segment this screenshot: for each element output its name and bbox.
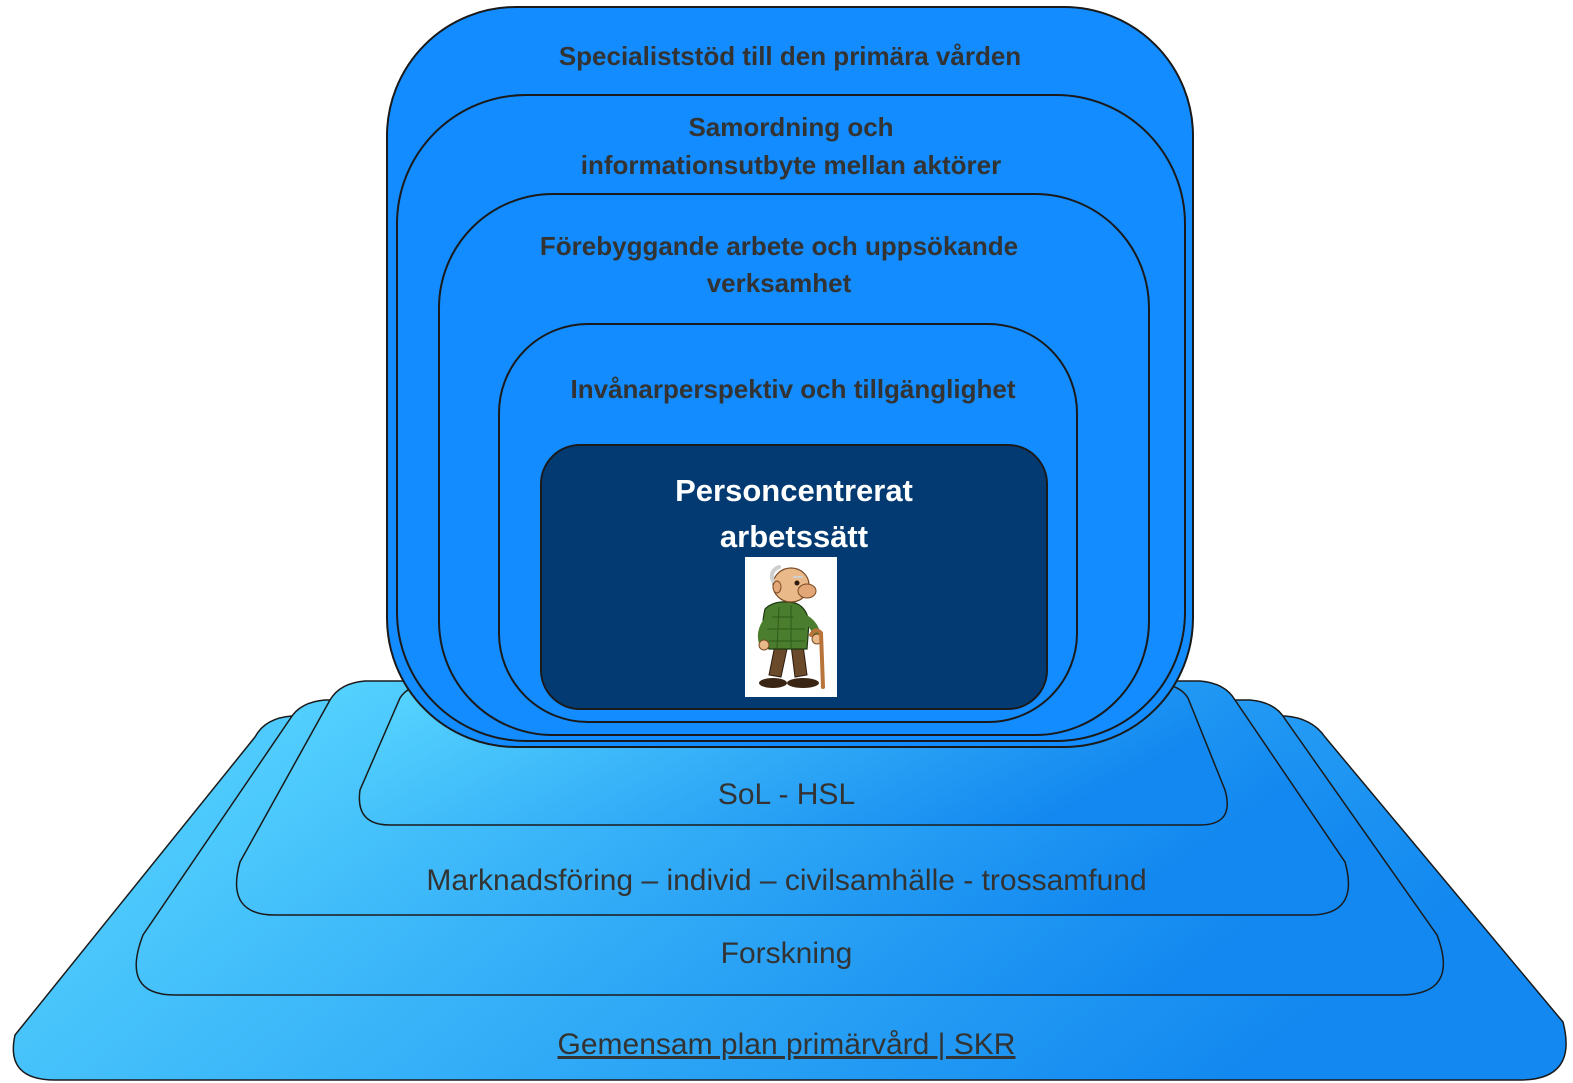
source-link[interactable]: Gemensam plan primärvård | SKR	[557, 1028, 1016, 1061]
elderly-man-with-cane-icon	[745, 557, 837, 697]
base-label-source: Gemensam plan primärvård | SKR	[0, 1027, 1573, 1063]
core-title-line1: Personcentrerat	[675, 473, 913, 508]
core-title-line2: arbetssätt	[719, 519, 869, 554]
box-samordning-title-line1: Samordning och	[688, 112, 894, 142]
box-specialiststod-title: Specialiststöd till den primära vården	[558, 41, 1022, 71]
box-samordning-title-line2: informationsutbyte mellan aktörer	[580, 150, 1002, 180]
box-forebyggande-title-line2: verksamhet	[706, 268, 852, 298]
box-invanarperspektiv-title: Invånarperspektiv och tillgänglighet	[570, 374, 1016, 404]
box-personcentrerat: Personcentrerat arbetssätt	[540, 444, 1048, 710]
box-forebyggande-title-line1: Förebyggande arbete och uppsökande	[539, 231, 1019, 261]
base-label-sol-hsl: SoL - HSL	[717, 778, 856, 811]
base-label-marknadsforing: Marknadsföring – individ – civilsamhälle…	[426, 864, 1147, 897]
base-label-forskning: Forskning	[720, 937, 853, 970]
